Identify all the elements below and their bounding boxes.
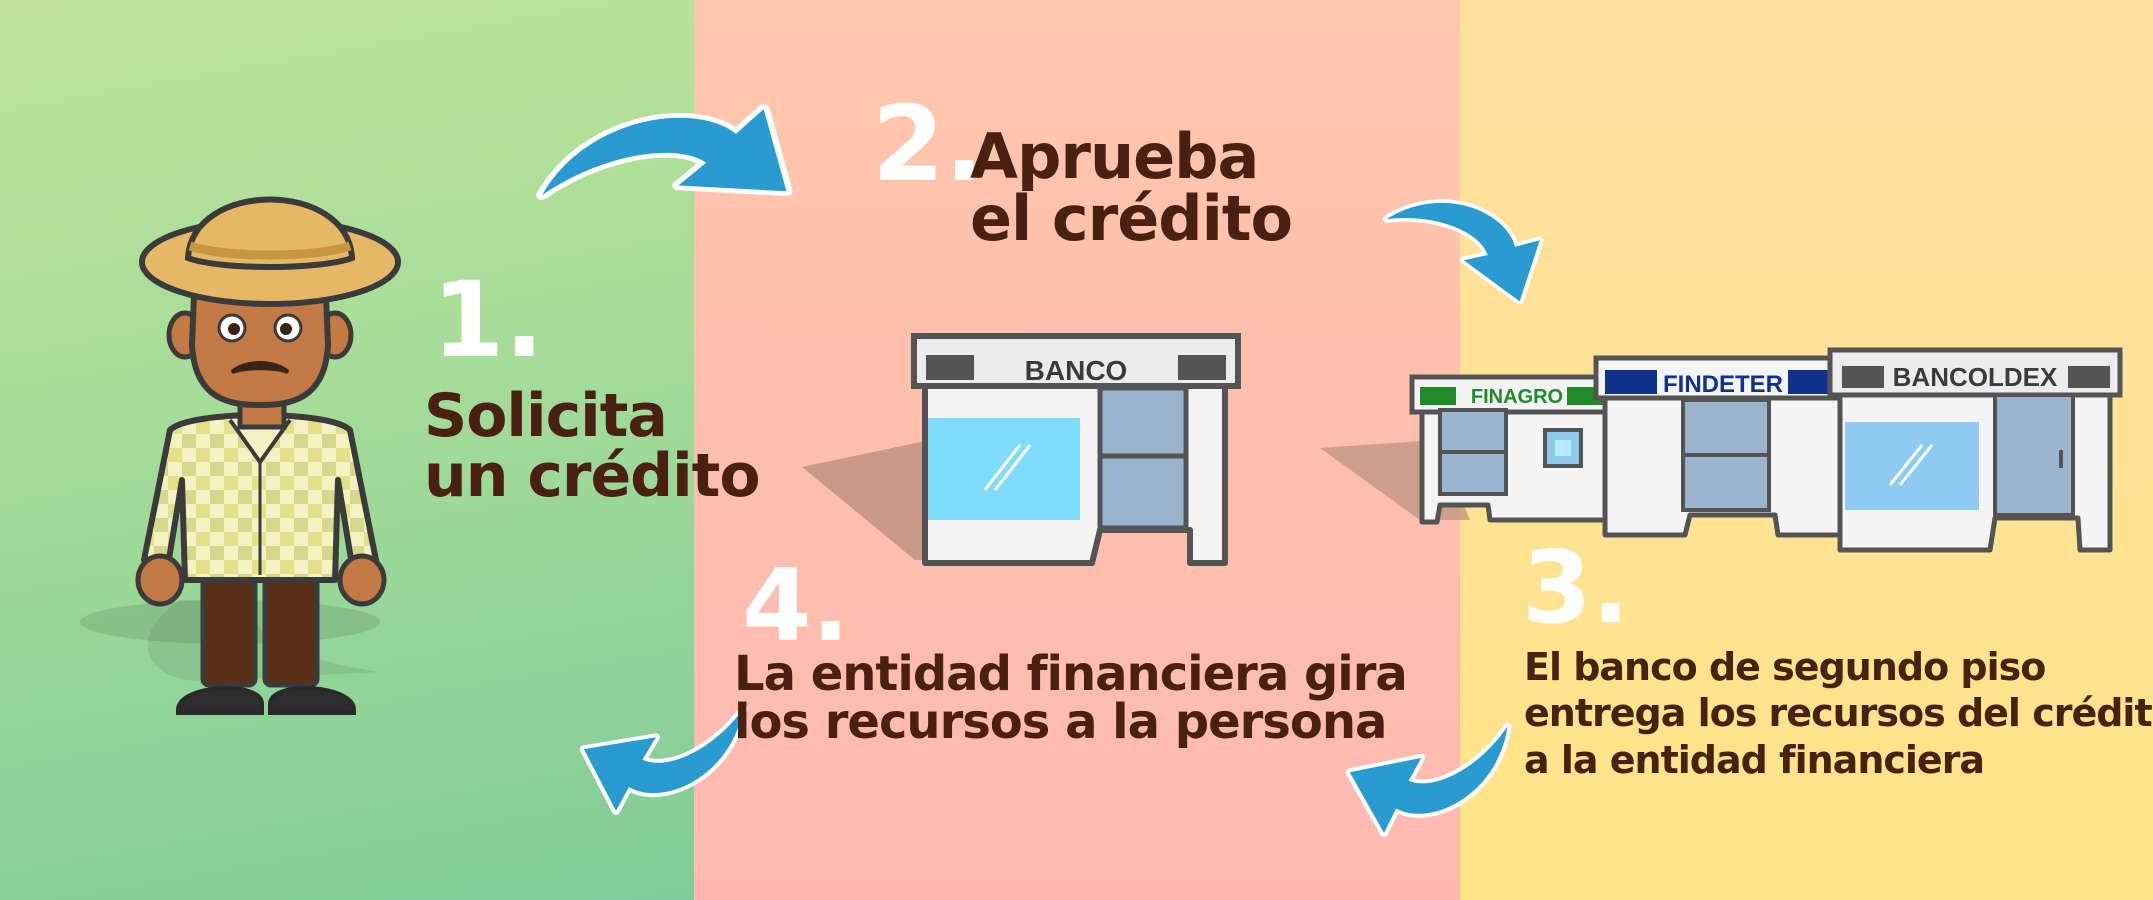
step-1-text: Solicita un crédito [424, 381, 761, 511]
bank-building-icon: BANCO [802, 333, 1241, 566]
bancoldex-building-icon: BANCOLDEX [1827, 347, 2123, 553]
finagro-building-icon: FINAGRO [1409, 374, 1625, 525]
arrow-step2-to-step3-icon [1382, 172, 1549, 301]
arrow-step1-to-step2-icon [537, 108, 786, 208]
step-4-number: 4. [742, 547, 850, 664]
step-3-line-3: a la entidad financiera [1524, 737, 1985, 782]
step-4-line-2: los recursos a la persona [734, 694, 1387, 750]
step-2-line-1: Aprueba [970, 120, 1259, 193]
step-4-text: La entidad financiera gira los recursos … [734, 646, 1408, 750]
farmer-icon [80, 196, 401, 715]
step-4-line-1: La entidad financiera gira [734, 646, 1408, 702]
bank-label: BANCO [1025, 355, 1128, 386]
step-2-text: Aprueba el crédito [970, 120, 1293, 255]
findeter-building-icon: FINDETER [1593, 355, 1851, 538]
step-3-text: El banco de segundo piso entrega los rec… [1524, 644, 2153, 783]
step-3-number: 3. [1522, 529, 1630, 646]
step-2-number: 2. [872, 83, 984, 205]
bancoldex-label: BANCOLDEX [1893, 362, 2058, 392]
step-3-line-1: El banco de segundo piso [1524, 645, 2046, 689]
step-1-line-2: un crédito [424, 441, 761, 511]
step-1-number: 1. [432, 259, 544, 381]
step-1-line-1: Solicita [424, 381, 668, 451]
findeter-label: FINDETER [1663, 371, 1783, 398]
step-2-line-2: el crédito [970, 182, 1293, 255]
second-tier-banks-group: FINAGRO FINDETER BANCOLDEX [1320, 347, 2123, 553]
finagro-label: FINAGRO [1471, 386, 1563, 408]
step-3-line-2: entrega los recursos del crédito [1524, 691, 2153, 736]
